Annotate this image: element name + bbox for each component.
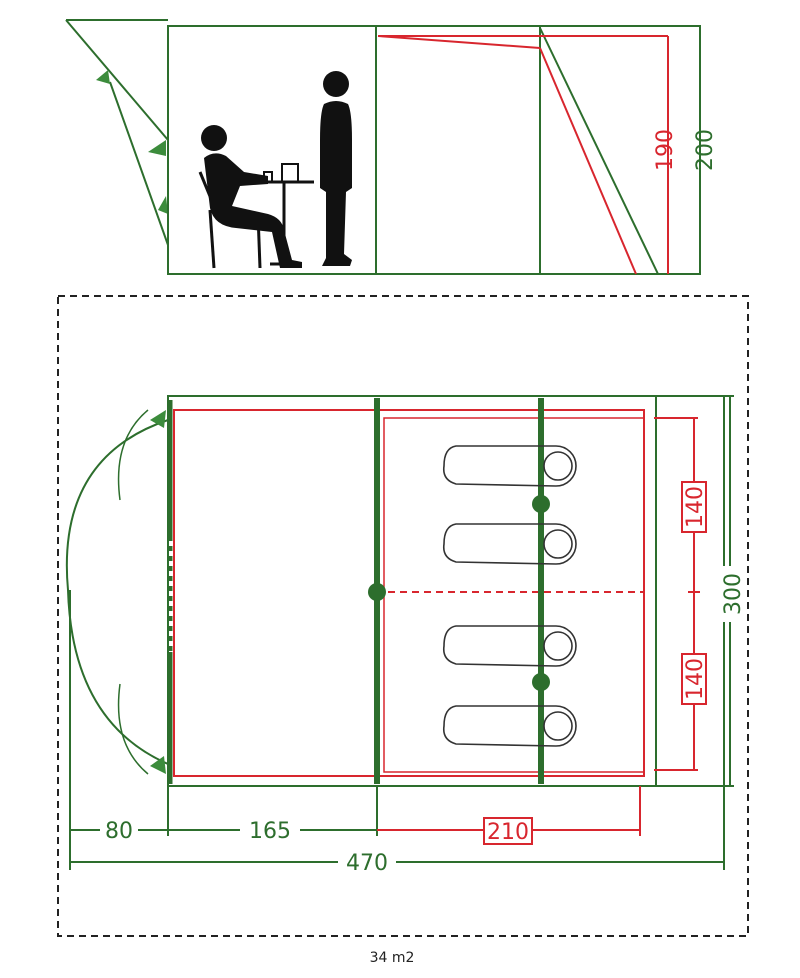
pole-hub (532, 673, 550, 691)
peg-marker (150, 410, 166, 428)
inner-height-label: 190 (653, 129, 678, 171)
peg-marker (96, 70, 110, 84)
person-standing-icon (320, 71, 352, 266)
peg-marker (150, 756, 166, 774)
pole-hub (532, 495, 550, 513)
pole-hub (368, 583, 386, 601)
sleeping-bag-icon (442, 625, 577, 667)
peg-marker (148, 140, 166, 156)
bedroom-width-label-2: 140 (683, 658, 708, 700)
bedroom-length-label: 210 (487, 820, 529, 845)
side-elevation: 190 200 (65, 19, 718, 275)
sleeping-bag-icon (442, 523, 577, 565)
sleeping-bag-icon (442, 445, 577, 487)
living-length-label: 165 (249, 819, 291, 844)
outer-height-label: 200 (693, 129, 718, 171)
total-length-label: 470 (346, 851, 388, 876)
cup-icon (281, 163, 299, 183)
person-seated-icon (201, 125, 302, 268)
footprint-boundary (57, 295, 749, 937)
peg-marker (158, 196, 168, 214)
bedroom-width-label-1: 140 (683, 486, 708, 528)
sleeping-bag-icon (442, 705, 577, 747)
floor-plan: 140 140 300 80 165 21 (57, 295, 749, 966)
total-width-label: 300 (721, 573, 746, 615)
porch-length-label: 80 (105, 819, 133, 844)
footprint-area-label: 34 m2 (370, 950, 415, 966)
